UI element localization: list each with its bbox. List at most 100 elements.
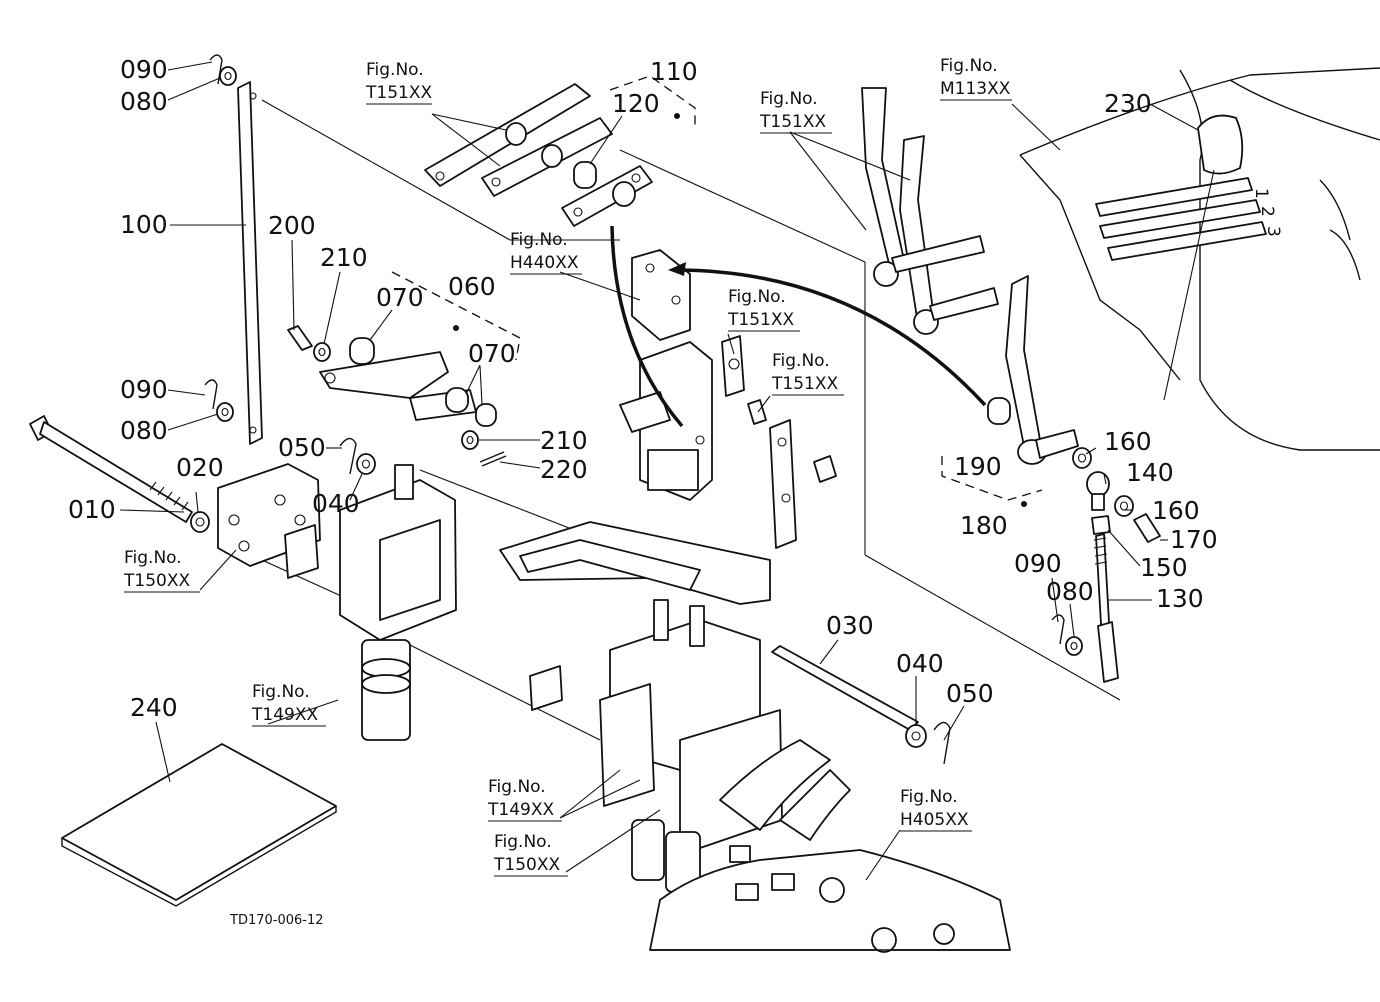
callout-050-right: 050 bbox=[946, 679, 994, 708]
group-dot-060 bbox=[453, 325, 459, 331]
fig-ref-t151-mid: T151XX bbox=[727, 310, 794, 330]
fig-ref-m113: M113XX bbox=[940, 79, 1011, 99]
gear-console-m113 bbox=[1019, 67, 1380, 451]
fig-label-h405: Fig.No. bbox=[900, 787, 958, 807]
callout-020: 020 bbox=[176, 453, 224, 482]
bracket-t151-tall bbox=[769, 419, 837, 549]
group-bracket-180 bbox=[941, 456, 1043, 501]
callout-130: 130 bbox=[1156, 584, 1204, 613]
callout-080-right: 080 bbox=[1046, 577, 1094, 606]
snap-pin-050-left bbox=[339, 437, 357, 475]
callout-210-mid: 210 bbox=[540, 426, 588, 455]
snap-pin-090-mid bbox=[204, 379, 218, 410]
nut-150 bbox=[1091, 515, 1111, 535]
shift-lever-180 bbox=[1005, 275, 1079, 465]
callout-numbers: 090 080 100 200 210 070 060 070 090 080 … bbox=[68, 55, 1218, 722]
washer-080-top bbox=[219, 66, 237, 86]
fig-label-t150-left: Fig.No. bbox=[124, 548, 182, 568]
collar-120 bbox=[573, 161, 597, 189]
fig-ref-t150-left: T150XX bbox=[123, 571, 190, 591]
washer-210-mid bbox=[461, 430, 479, 450]
bushing-070-top bbox=[349, 337, 375, 365]
callout-230: 230 bbox=[1104, 89, 1152, 118]
callout-160-top: 160 bbox=[1104, 427, 1152, 456]
callout-090-mid: 090 bbox=[120, 375, 168, 404]
callout-070-top: 070 bbox=[376, 283, 424, 312]
callout-030: 030 bbox=[826, 611, 874, 640]
shaft-030 bbox=[771, 645, 919, 731]
fig-ref-t151-low: T151XX bbox=[771, 374, 838, 394]
fig-label-m113: Fig.No. bbox=[940, 56, 998, 76]
fig-ref-t151-top: T151XX bbox=[365, 83, 432, 103]
callout-160-bottom: 160 bbox=[1152, 496, 1200, 525]
washer-210-top bbox=[313, 342, 331, 362]
fig-ref-t149-left: T149XX bbox=[251, 705, 318, 725]
gear-position-marks: 1 2 3 bbox=[1251, 188, 1283, 237]
bolt-010 bbox=[29, 415, 193, 523]
control-valve-left bbox=[284, 464, 457, 741]
lever-knob-230 bbox=[1163, 114, 1244, 401]
group-bracket-110 bbox=[609, 75, 696, 128]
figure-references: Fig.No. T151XX Fig.No. H440XX Fig.No. T1… bbox=[123, 56, 1012, 877]
callout-220: 220 bbox=[540, 455, 588, 484]
group-dot-180 bbox=[1021, 501, 1027, 507]
bracket-h440 bbox=[610, 225, 713, 501]
operators-manual-240 bbox=[61, 743, 337, 907]
bracket-t151-small bbox=[721, 335, 767, 425]
callout-110: 110 bbox=[650, 57, 698, 86]
callout-180: 180 bbox=[960, 511, 1008, 540]
assembly-guide-lines bbox=[239, 99, 1121, 741]
cable-arrow bbox=[668, 262, 686, 276]
fig-label-t149-left: Fig.No. bbox=[252, 682, 310, 702]
callout-040-left: 040 bbox=[312, 489, 360, 518]
washer-160-top bbox=[1072, 447, 1092, 469]
fig-ref-h405: H405XX bbox=[900, 810, 969, 830]
link-plate-110 bbox=[561, 165, 653, 227]
callout-060: 060 bbox=[448, 272, 496, 301]
group-bracket-060 bbox=[391, 271, 521, 361]
lever-pair-t151 bbox=[861, 87, 999, 335]
callout-010: 010 bbox=[68, 495, 116, 524]
bolt-200 bbox=[287, 325, 313, 351]
rod-130 bbox=[1093, 533, 1119, 683]
gear-mark-3: 3 bbox=[1263, 226, 1283, 237]
fig-label-h440: Fig.No. bbox=[510, 230, 568, 250]
washer-080-mid bbox=[216, 402, 234, 422]
washer-160-bottom bbox=[1114, 495, 1134, 517]
fig-label-t151-right: Fig.No. bbox=[760, 89, 818, 109]
document-code: TD170-006-12 bbox=[229, 913, 324, 928]
callout-080-mid: 080 bbox=[120, 416, 168, 445]
callout-100: 100 bbox=[120, 210, 168, 239]
callout-210-top: 210 bbox=[320, 243, 368, 272]
callout-070-mid: 070 bbox=[468, 339, 516, 368]
washer-080-right bbox=[1065, 636, 1083, 656]
fig-ref-h440: H440XX bbox=[510, 253, 579, 273]
link-plates-top bbox=[424, 83, 613, 197]
snap-pin-050-right bbox=[933, 721, 951, 765]
callout-200: 200 bbox=[268, 211, 316, 240]
washer-040-left bbox=[356, 453, 376, 475]
callout-040-right: 040 bbox=[896, 649, 944, 678]
nut-020 bbox=[190, 511, 210, 533]
callout-150: 150 bbox=[1140, 553, 1188, 582]
fig-label-t150-center: Fig.No. bbox=[494, 832, 552, 852]
hydraulic-block-h405 bbox=[649, 739, 1011, 953]
link-rod-100 bbox=[237, 81, 263, 445]
leader-lines bbox=[119, 61, 1199, 881]
callout-090-right: 090 bbox=[1014, 549, 1062, 578]
snap-pin-090-top bbox=[209, 54, 223, 85]
bolt-170 bbox=[1133, 513, 1161, 543]
pin-220 bbox=[479, 451, 507, 467]
lever-frame bbox=[499, 521, 771, 605]
rod-end-140 bbox=[1086, 471, 1110, 511]
gear-mark-2: 2 bbox=[1257, 206, 1277, 217]
collar-190 bbox=[987, 397, 1011, 425]
fig-label-t151-top: Fig.No. bbox=[366, 60, 424, 80]
gear-mark-1: 1 bbox=[1251, 188, 1271, 199]
callout-190: 190 bbox=[954, 452, 1002, 481]
callout-140: 140 bbox=[1126, 458, 1174, 487]
callout-170: 170 bbox=[1170, 525, 1218, 554]
fig-ref-t150-center: T150XX bbox=[493, 855, 560, 875]
washer-040-right bbox=[905, 724, 927, 748]
